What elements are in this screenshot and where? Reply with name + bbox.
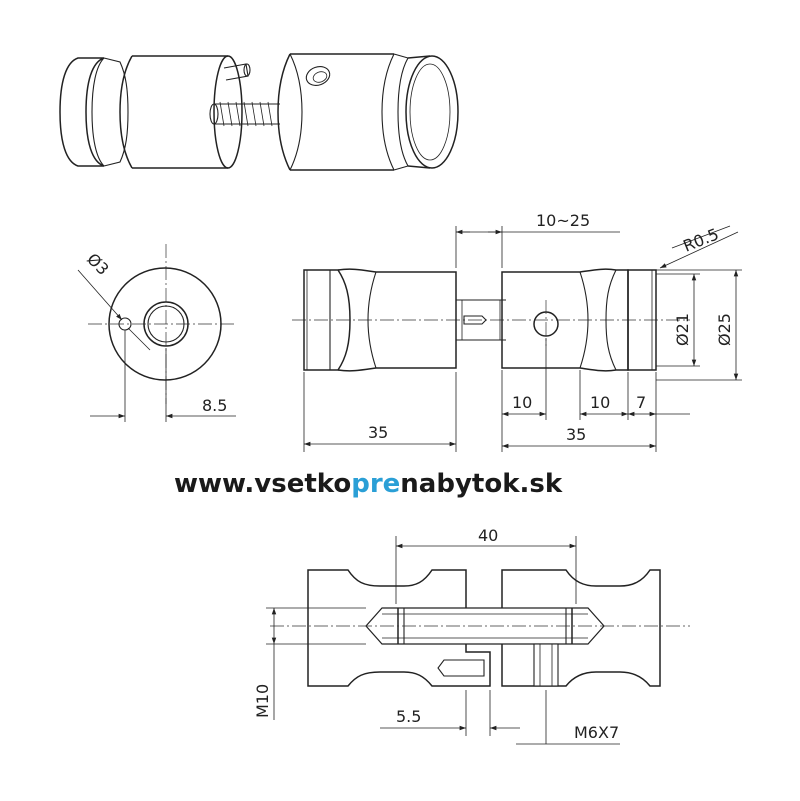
isometric-view (59, 53, 459, 171)
website-part1: www.vsetko (174, 469, 351, 499)
side-view (292, 225, 742, 452)
label-offset: 8.5 (202, 396, 227, 415)
label-thread: M10 (253, 684, 272, 718)
label-pin-offset: 5.5 (396, 707, 421, 726)
label-pitch: 40 (478, 526, 498, 545)
label-seg1: 10 (512, 393, 532, 412)
label-screw: M6X7 (574, 723, 619, 742)
label-seg3: 7 (636, 393, 646, 412)
label-dia-outer: Ø25 (715, 313, 734, 346)
website-url: www.vsetkoprenabytok.sk (174, 469, 563, 499)
website-part2: pre (351, 469, 400, 499)
website-part3: nabytok.sk (400, 469, 563, 499)
end-view (77, 244, 236, 422)
label-radius: R0.5 (680, 224, 721, 255)
label-hole-dia: Ø3 (83, 249, 113, 279)
section-view (266, 536, 690, 745)
label-gap-range: 10~25 (536, 211, 590, 230)
label-dia-inner: Ø21 (673, 313, 692, 346)
label-seg2: 10 (590, 393, 610, 412)
label-length-left: 35 (368, 423, 388, 442)
label-length-right: 35 (566, 425, 586, 444)
